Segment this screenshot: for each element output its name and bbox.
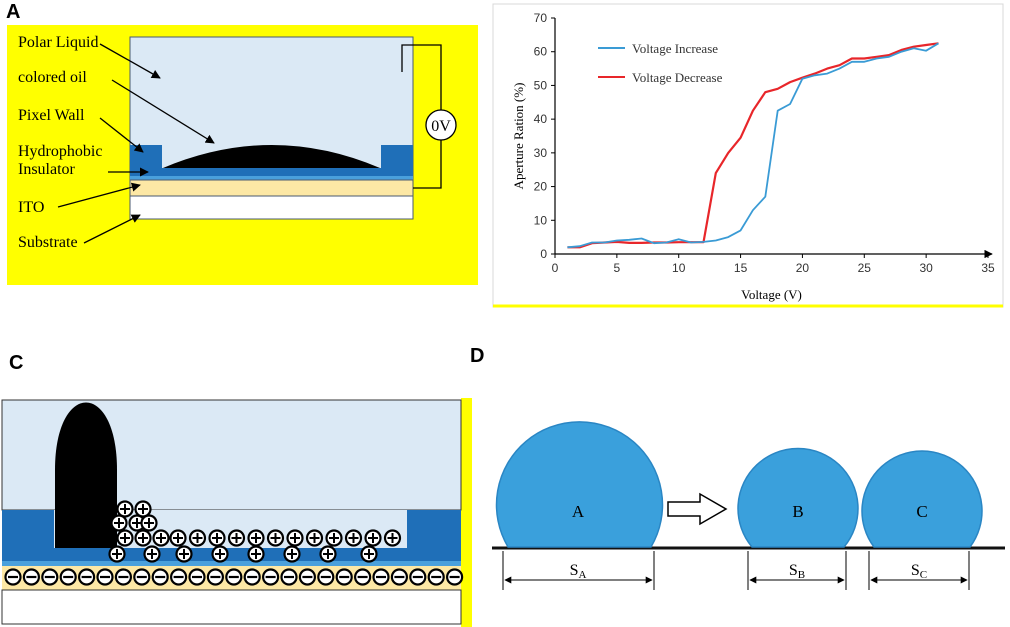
label-hydrophobic: Hydrophobic (18, 143, 102, 160)
y-tick-label: 40 (534, 112, 548, 126)
droplet-a-label: A (572, 502, 585, 521)
panel-d-schematic: A B C SA SB SC (492, 421, 1005, 590)
chart-frame (492, 3, 1004, 308)
y-tick-label: 30 (534, 146, 548, 160)
positive-charges (108, 500, 402, 563)
y-tick-label: 60 (534, 45, 548, 59)
label-colored-oil: colored oil (18, 69, 87, 86)
x-tick-label: 30 (919, 261, 933, 275)
panel-c-substrate (1, 589, 462, 625)
panel-c-pixel-wall-left (2, 510, 54, 548)
transition-arrow-icon (667, 492, 728, 526)
colored-oil-film (163, 145, 380, 168)
dim-a-label: SA (570, 562, 587, 581)
x-tick-label: 15 (734, 261, 748, 275)
panel-letter-c: C (9, 352, 24, 374)
droplet-b-label: B (792, 502, 803, 521)
y-tick-label: 10 (534, 213, 548, 227)
panel-c-pixel-wall-right (407, 510, 461, 548)
y-tick-label: 0 (540, 247, 547, 261)
droplet-c (861, 450, 983, 548)
label-insulator: Insulator (18, 161, 76, 178)
circuit-wire-bottom (413, 140, 442, 189)
arrow-pixel-wall (99, 117, 144, 153)
y-axis-title: Aperture Ration (%) (511, 83, 526, 190)
label-substrate: Substrate (18, 234, 78, 251)
pixel-wall-right (381, 145, 413, 168)
series-line-voltage-decrease (567, 42, 939, 249)
y-tick-label: 50 (534, 78, 548, 92)
series-line-voltage-increase (567, 42, 939, 249)
substrate-layer (129, 195, 414, 220)
x-tick-label: 35 (981, 261, 995, 275)
label-polar-liquid: Polar Liquid (18, 34, 98, 51)
panel-c-insulator-layer (2, 548, 461, 561)
hydrophobic-insulator-layer (130, 168, 413, 176)
x-tick-label: 5 (614, 261, 621, 275)
droplet-c-label: C (916, 502, 927, 521)
label-ito: ITO (18, 199, 44, 216)
dim-b-label: SB (789, 562, 805, 581)
droplet-a (495, 421, 664, 548)
dim-c-label: SC (911, 562, 927, 581)
voltage-source-label: 0V (431, 118, 451, 135)
droplet-b (737, 447, 859, 548)
legend-label: Voltage Increase (632, 41, 718, 56)
legend-label: Voltage Decrease (632, 70, 723, 85)
arrow-colored-oil (111, 79, 215, 144)
panel-letter-a: A (6, 1, 21, 23)
x-tick-label: 0 (552, 261, 559, 275)
voltage-source-icon (425, 109, 457, 141)
panel-c-schematic (1, 398, 472, 627)
label-pixel-wall: Pixel Wall (18, 107, 85, 124)
hydrophobic-insulator-edge (130, 176, 413, 180)
y-tick-label: 20 (534, 180, 548, 194)
x-axis-title: Voltage (V) (741, 287, 802, 302)
pixel-wall-left (130, 145, 162, 168)
negative-charges (4, 568, 464, 586)
x-tick-label: 20 (796, 261, 810, 275)
arrow-polar-liquid (99, 43, 161, 79)
arrow-substrate (83, 214, 141, 244)
x-tick-label: 25 (858, 261, 872, 275)
panel-a-schematic: 0V Polar Liquid colored oil Pixel Wall H… (7, 25, 478, 285)
panel-letter-d: D (470, 345, 485, 367)
x-tick-label: 10 (672, 261, 686, 275)
y-tick-label: 70 (534, 11, 548, 25)
circuit-wire-top (401, 44, 442, 110)
panel-c-insulator-edge (2, 561, 461, 566)
panel-c-yellow-edge (461, 398, 472, 627)
arrow-ito (57, 182, 141, 208)
panel-c-oil-droplet (55, 402, 117, 548)
ito-layer (129, 179, 414, 197)
